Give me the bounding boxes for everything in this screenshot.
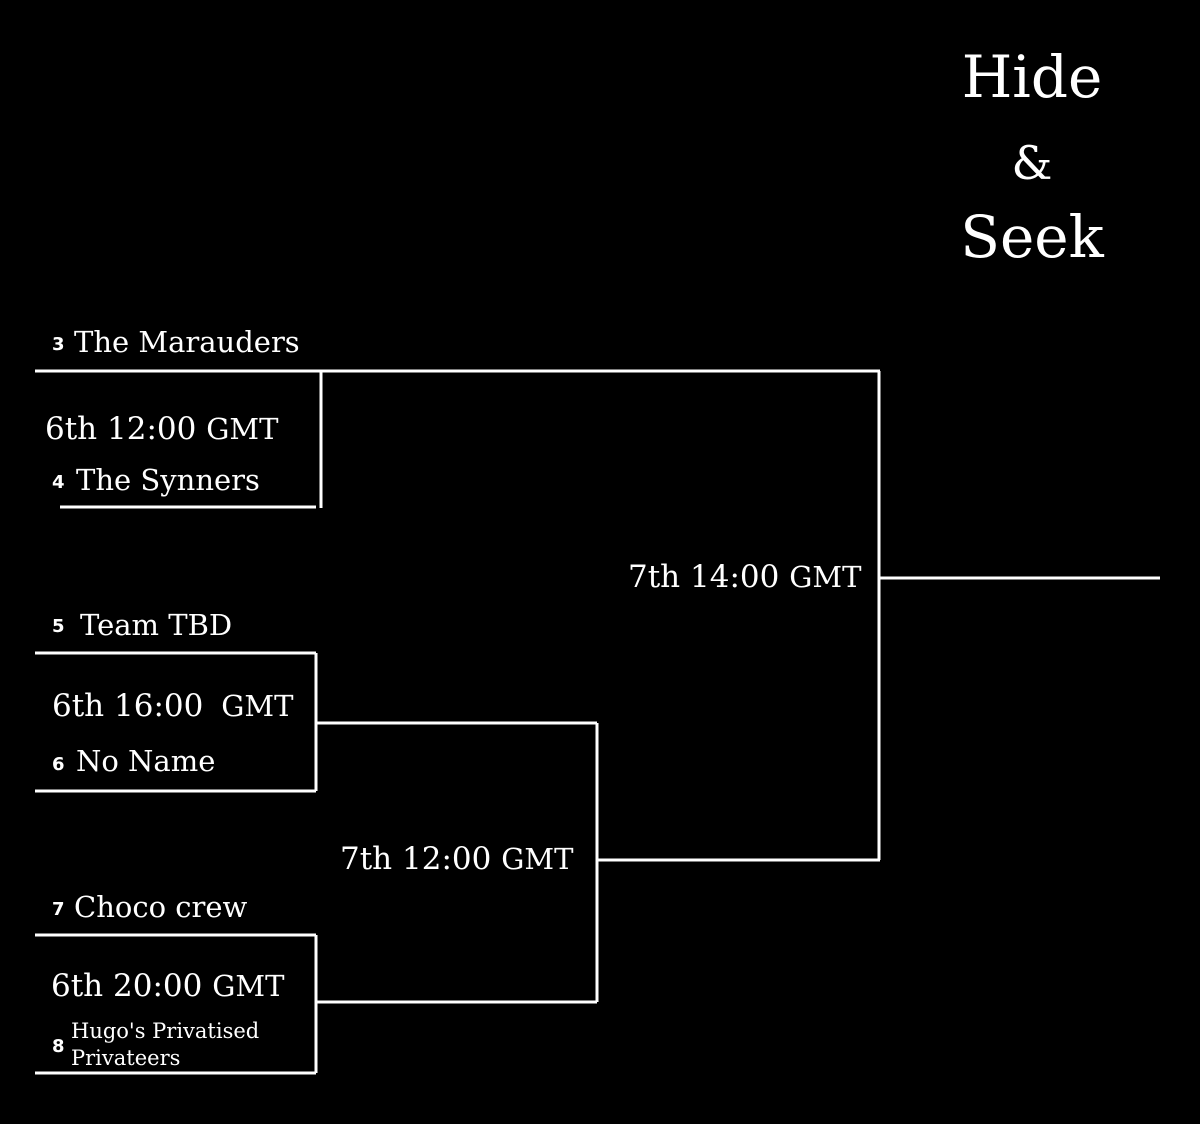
team-7-name: Choco crew (74, 890, 248, 924)
match2-zone: GMT (221, 689, 294, 723)
match1-time-value: 6th 12:00 (45, 411, 197, 447)
match4-zone: GMT (501, 842, 574, 876)
final-time-value: 7th 14:00 (628, 559, 780, 595)
match4-time: 7th 12:00 GMT (340, 844, 573, 875)
seed-6: 6 (52, 754, 65, 775)
seed-7: 7 (52, 899, 65, 920)
match1-time: 6th 12:00 GMT (45, 414, 278, 445)
final-zone: GMT (789, 560, 862, 594)
team-5-name: Team TBD (80, 608, 233, 642)
seed-3: 3 (52, 334, 65, 355)
seed-5: 5 (52, 616, 65, 637)
match2-time: 6th 16:00 GMT (52, 691, 293, 722)
match3-zone: GMT (212, 969, 285, 1003)
team-6-name: No Name (76, 744, 216, 778)
title-seek: Seek (960, 203, 1104, 271)
team-3-name: The Marauders (74, 325, 300, 359)
match4-time-value: 7th 12:00 (340, 841, 492, 877)
match2-time-value: 6th 16:00 (52, 688, 204, 724)
team-8-name-line2: Privateers (71, 1046, 181, 1070)
match1-zone: GMT (206, 412, 279, 446)
title-hide: Hide (961, 43, 1103, 111)
match3-time-value: 6th 20:00 (51, 968, 203, 1004)
title-ampersand: & (1011, 136, 1053, 190)
match3-time: 6th 20:00 GMT (51, 971, 284, 1002)
team-4-name: The Synners (76, 463, 260, 497)
seed-8: 8 (52, 1036, 65, 1057)
seed-4: 4 (52, 472, 65, 493)
team-8-name-line1: Hugo's Privatised (71, 1019, 260, 1043)
final-time: 7th 14:00 GMT (628, 562, 861, 593)
